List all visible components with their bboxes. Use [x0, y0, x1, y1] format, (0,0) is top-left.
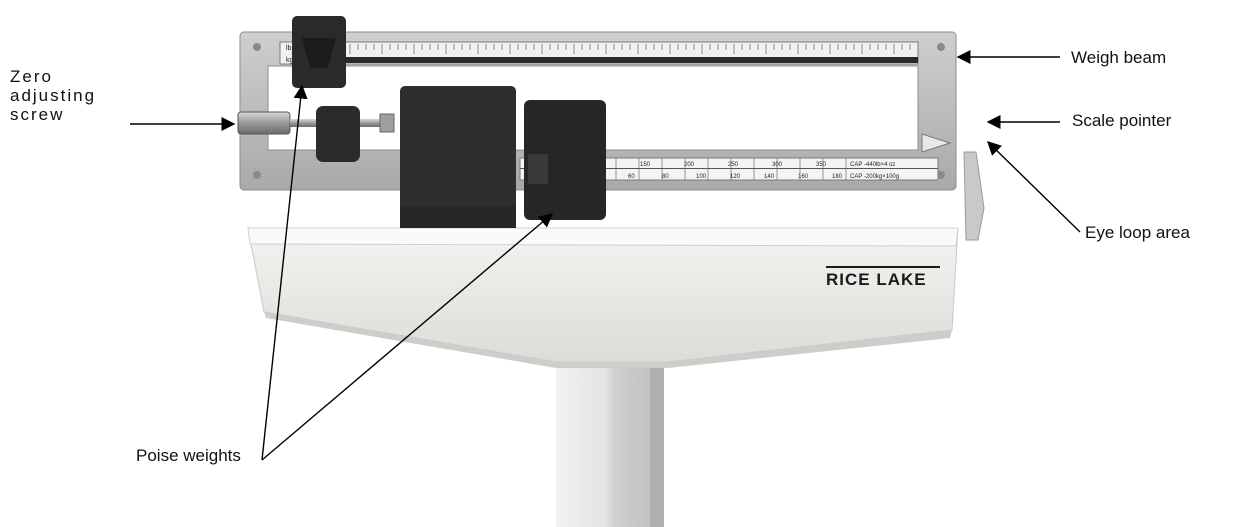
- eye-loop-area-label: Eye loop area: [1085, 223, 1190, 242]
- lower-beam-kg-tick-label: 140: [764, 174, 775, 180]
- eye-loop-arrow: [986, 141, 1081, 233]
- lower-beam-kg-tick-label: 160: [798, 174, 809, 180]
- lower-beam-kg-tick-label: 60: [628, 174, 635, 180]
- poise-weights-arrow-upper: [261, 84, 308, 461]
- lower-beam-lb-tick-label: 300: [772, 162, 783, 168]
- zero-label-line-3: screw: [10, 105, 65, 124]
- lower-beam-kg-tick-label: 100: [696, 174, 707, 180]
- lower-poise-weight: [524, 100, 606, 220]
- poise-weights-label: Poise weights: [136, 446, 241, 465]
- scale-pointer-label: Scale pointer: [1072, 111, 1172, 130]
- upper-beam-scale: [349, 44, 911, 54]
- lower-beam-kg-tick-label: 80: [662, 174, 669, 180]
- capacity-kg: CAP -200kg×100g: [850, 174, 899, 180]
- upper-unit-lb: lb: [286, 45, 292, 52]
- scale-head-housing: [247, 227, 959, 368]
- zero-adjusting-screw-label: Zero adjusting screw: [10, 67, 96, 124]
- scale-pointer: [921, 133, 952, 153]
- brand-logo: RICE LAKE: [826, 270, 927, 289]
- capacity-lb: CAP -440lb×4 oz: [850, 162, 895, 168]
- upper-unit-kg: kg: [286, 57, 294, 64]
- zero-label-line-1: Zero: [10, 67, 53, 86]
- lower-beam-lb-tick-label: 200: [684, 162, 695, 168]
- lower-beam-lb-tick-label: 250: [728, 162, 739, 168]
- weigh-beam-label: Weigh beam: [1071, 48, 1167, 67]
- zero-screw-counterweight: [316, 106, 360, 162]
- scale-column: [556, 355, 664, 527]
- zero-label-line-2: adjusting: [10, 86, 97, 105]
- lower-beam-scale: 150 200 250 300 350 60 80 100 120 140 160 180: [615, 158, 847, 180]
- lower-beam-lb-tick-label: 350: [816, 162, 827, 168]
- lower-beam-lb-tick-label: 150: [640, 162, 651, 168]
- lower-beam-kg-tick-label: 180: [832, 174, 843, 180]
- upper-poise-weight: [292, 16, 346, 88]
- poise-weights-arrow-lower: [261, 213, 554, 461]
- lower-beam-kg-tick-label: 120: [730, 174, 741, 180]
- beam-mount-block: [400, 86, 516, 228]
